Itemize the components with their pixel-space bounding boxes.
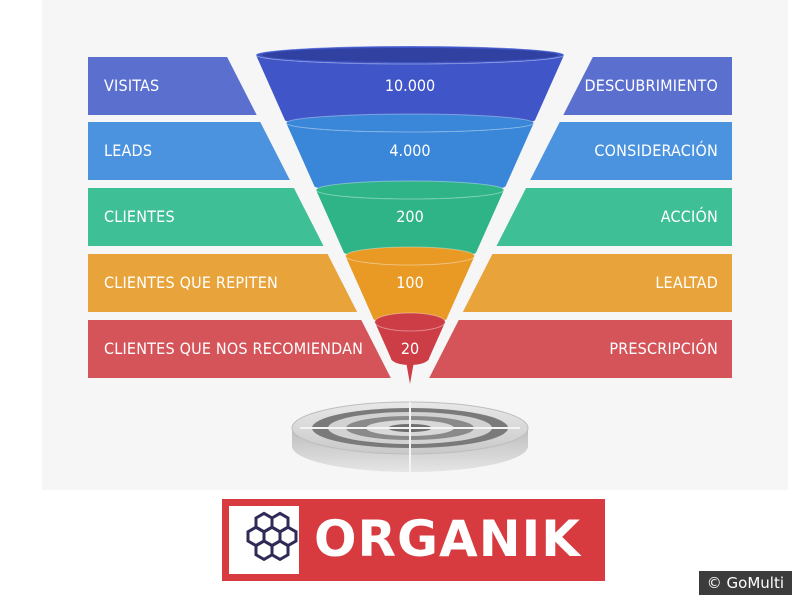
funnel-value-4: 100 (396, 273, 424, 292)
funnel-value-5: 20 (400, 339, 420, 358)
funnel-segment-3 (315, 180, 505, 259)
band-right-4 (462, 254, 732, 312)
band-left-4 (88, 254, 358, 312)
band-label-3: CLIENTES (104, 207, 175, 226)
hexagon-cluster-icon (246, 511, 298, 562)
target-icon (291, 401, 529, 472)
band-right-1 (563, 57, 732, 115)
stage-label-4: LEALTAD (655, 273, 718, 292)
funnel-segment-1 (255, 45, 565, 127)
band-left-3 (88, 188, 324, 246)
funnel-value-3: 200 (396, 207, 424, 226)
funnel-value-2: 4.000 (389, 141, 431, 160)
logo-icon-frame (229, 506, 299, 574)
band-left-5 (88, 320, 391, 378)
band-right-2 (530, 122, 732, 180)
stage-label-5: PRESCRIPCIÓN (609, 339, 718, 358)
band-left-2 (88, 122, 290, 180)
funnel-value-1: 10.000 (384, 76, 436, 95)
band-left-1 (88, 57, 257, 115)
stage-label-1: DESCUBRIMIENTO (584, 76, 718, 95)
funnel-segment-4 (344, 246, 476, 325)
copyright-watermark: © GoMulti (698, 571, 792, 595)
brand-name: ORGANIK (314, 510, 581, 568)
funnel-segment-5 (374, 312, 446, 365)
funnel-tip (405, 356, 415, 384)
stage-label-3: ACCIÓN (660, 207, 718, 226)
stage-label-2: CONSIDERACIÓN (594, 141, 718, 160)
band-label-4: CLIENTES QUE REPITEN (104, 273, 278, 292)
band-label-5: CLIENTES QUE NOS RECOMIENDAN (104, 339, 364, 358)
funnel-segment-2 (285, 113, 535, 193)
band-right-5 (429, 320, 732, 378)
band-label-2: LEADS (104, 141, 153, 160)
band-right-3 (496, 188, 732, 246)
band-label-1: VISITAS (104, 76, 160, 95)
